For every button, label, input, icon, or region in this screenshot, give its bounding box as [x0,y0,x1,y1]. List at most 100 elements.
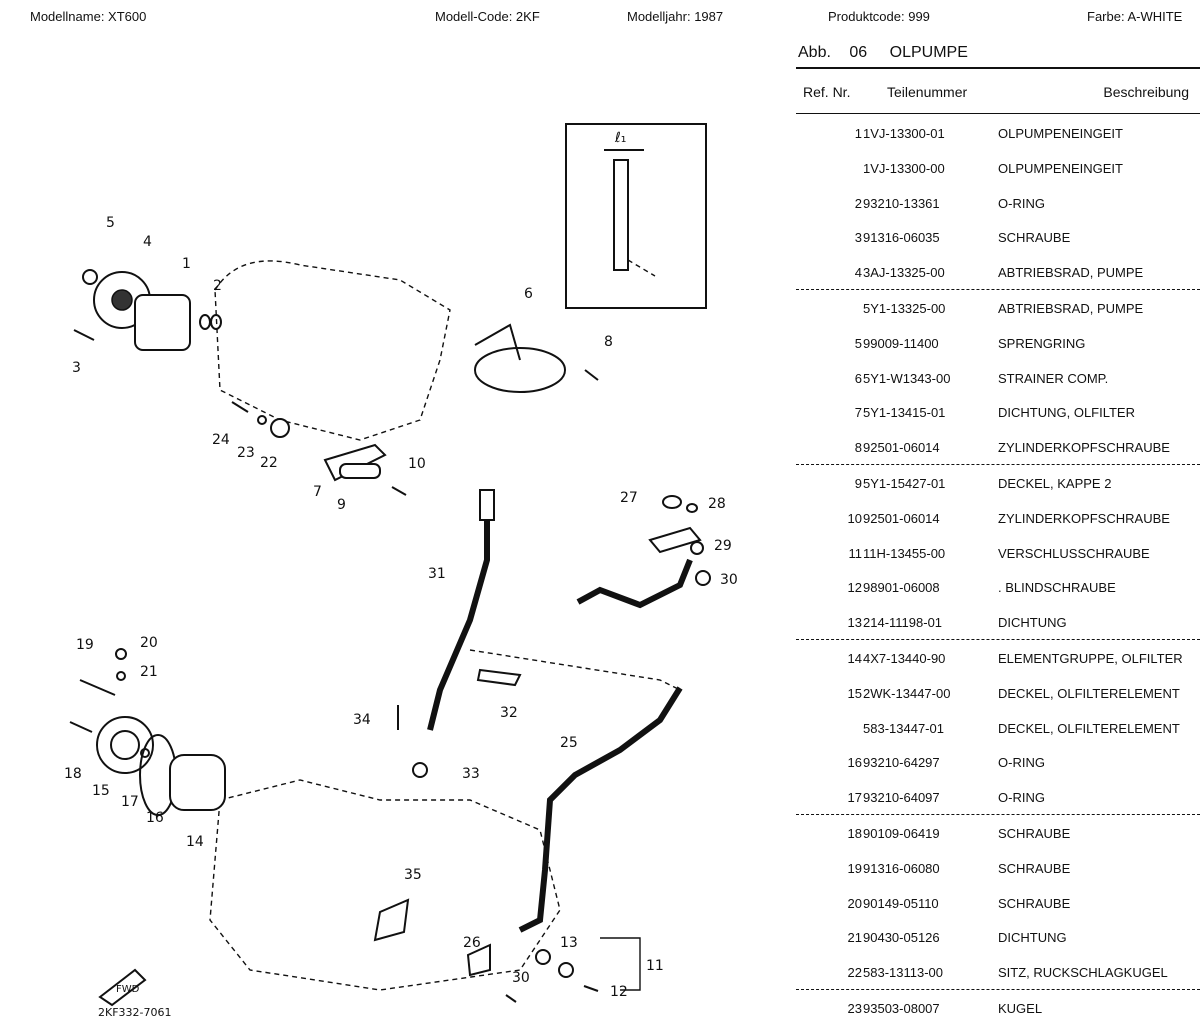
pipe-fitting-top [479,489,495,521]
bolt-20 [115,648,127,660]
ref-number: 14 [847,650,862,666]
callout-30: 30 [720,572,738,588]
callout-32: 32 [500,705,518,721]
upper-crankcase-outline [214,260,451,441]
blind-screw-12 [583,985,599,992]
part-number: 93210-64097 [863,790,940,806]
ref-number: 12 [847,580,862,596]
callout-9: 9 [337,497,346,513]
o-ring-28 [686,503,698,513]
part-number: 5Y1-15427-01 [863,475,946,491]
ref-number: 21 [847,930,862,946]
bolt-30-lower [505,994,517,1003]
part-number: 93210-64297 [863,755,940,771]
ref-number: 8 [854,440,862,456]
part-description: DICHTUNG [998,930,1067,946]
bracket-11 [600,937,641,991]
part-description: SPRENGRING [998,335,1086,351]
parts-table-header: Ref. Nr. Teilenummer Beschreibung [796,69,1200,114]
part-description: ABTRIEBSRAD, PUMPE [998,265,1144,281]
callout-4: 4 [143,234,152,250]
part-35 [373,898,410,942]
figure-abb-label: Abb. [798,44,831,61]
part-number: 93503-08007 [863,1000,940,1016]
ref-number: 1 [854,126,862,141]
part-number: 92501-06014 [863,510,940,526]
part-description: VERSCHLUSSCHRAUBE [998,545,1150,561]
callout-18: 18 [64,766,82,782]
strainer-screen [474,347,566,393]
circlip [82,269,98,285]
inset-leader [627,259,656,277]
part-number: 2WK-13447-00 [863,685,951,701]
ref-number: 22 [847,965,862,981]
part-description: ZYLINDERKOPFSCHRAUBE [998,510,1170,526]
part-number: 583-13447-01 [863,720,944,736]
part-number: 90109-06419 [863,825,940,841]
part-description: SITZ, RUCKSCHLAGKUGEL [998,965,1168,981]
fwd-label: FWD [116,984,140,995]
part-26 [466,943,491,977]
part-description: ABTRIEBSRAD, PUMPE [998,300,1144,316]
part-description: SCHRAUBE [998,230,1071,246]
filter-element-14 [169,754,226,811]
part-description: OLPUMPENEINGEIT [998,126,1123,141]
part-description: SCHRAUBE [998,860,1071,876]
oil-pipe-upper [576,558,693,609]
figure-title: Abb. 06 OLPUMPE [796,40,1200,69]
part-number: 3AJ-13325-00 [863,265,945,281]
filter-cover-15 [96,716,154,774]
callout-15: 15 [92,783,110,799]
part-number: 5Y1-13325-00 [863,300,946,316]
part-description: O-RING [998,195,1045,211]
parts-list-panel: Abb. 06 OLPUMPE Ref. Nr. Teilenummer Bes… [796,40,1200,1025]
callout-24: 24 [212,432,230,448]
part-number: 98901-06008 [863,580,940,596]
part-description: O-RING [998,755,1045,771]
ref-number: 19 [847,860,862,876]
column-description: Beschreibung [1103,84,1189,100]
callout-14: 14 [186,834,204,850]
part-description: DECKEL, OLFILTERELEMENT [998,720,1180,736]
ref-number: 13 [847,615,862,631]
filter-cover-inner [110,730,140,760]
o-ring-27 [662,495,682,509]
ref-number: 6 [854,370,862,386]
model-name: Modellname: XT600 [30,9,147,24]
bolt-19 [79,679,116,696]
part-number: 91316-06035 [863,230,940,246]
oil-pump-body [134,294,191,351]
part-number: 5Y1-W1343-00 [863,370,951,386]
part-description: OLPUMPENEINGEIT [998,160,1123,176]
ref-number: 23 [847,1000,862,1016]
callout-34: 34 [353,712,371,728]
column-part-number: Teilenummer [887,84,968,100]
o-ring-small-2 [210,314,222,330]
pipe-guide-line [469,649,681,691]
gasket-32 [476,668,522,687]
model-year: Modelljahr: 1987 [627,9,724,24]
part-number: 1VJ-13300-00 [863,160,945,176]
part-number: 90430-05126 [863,930,940,946]
part-number: 90149-05110 [863,895,939,911]
oil-pipe-25 [518,686,683,933]
callout-22: 22 [260,455,278,471]
oil-delivery-pipe-31 [427,500,490,731]
pipe-seal-33 [412,762,428,778]
